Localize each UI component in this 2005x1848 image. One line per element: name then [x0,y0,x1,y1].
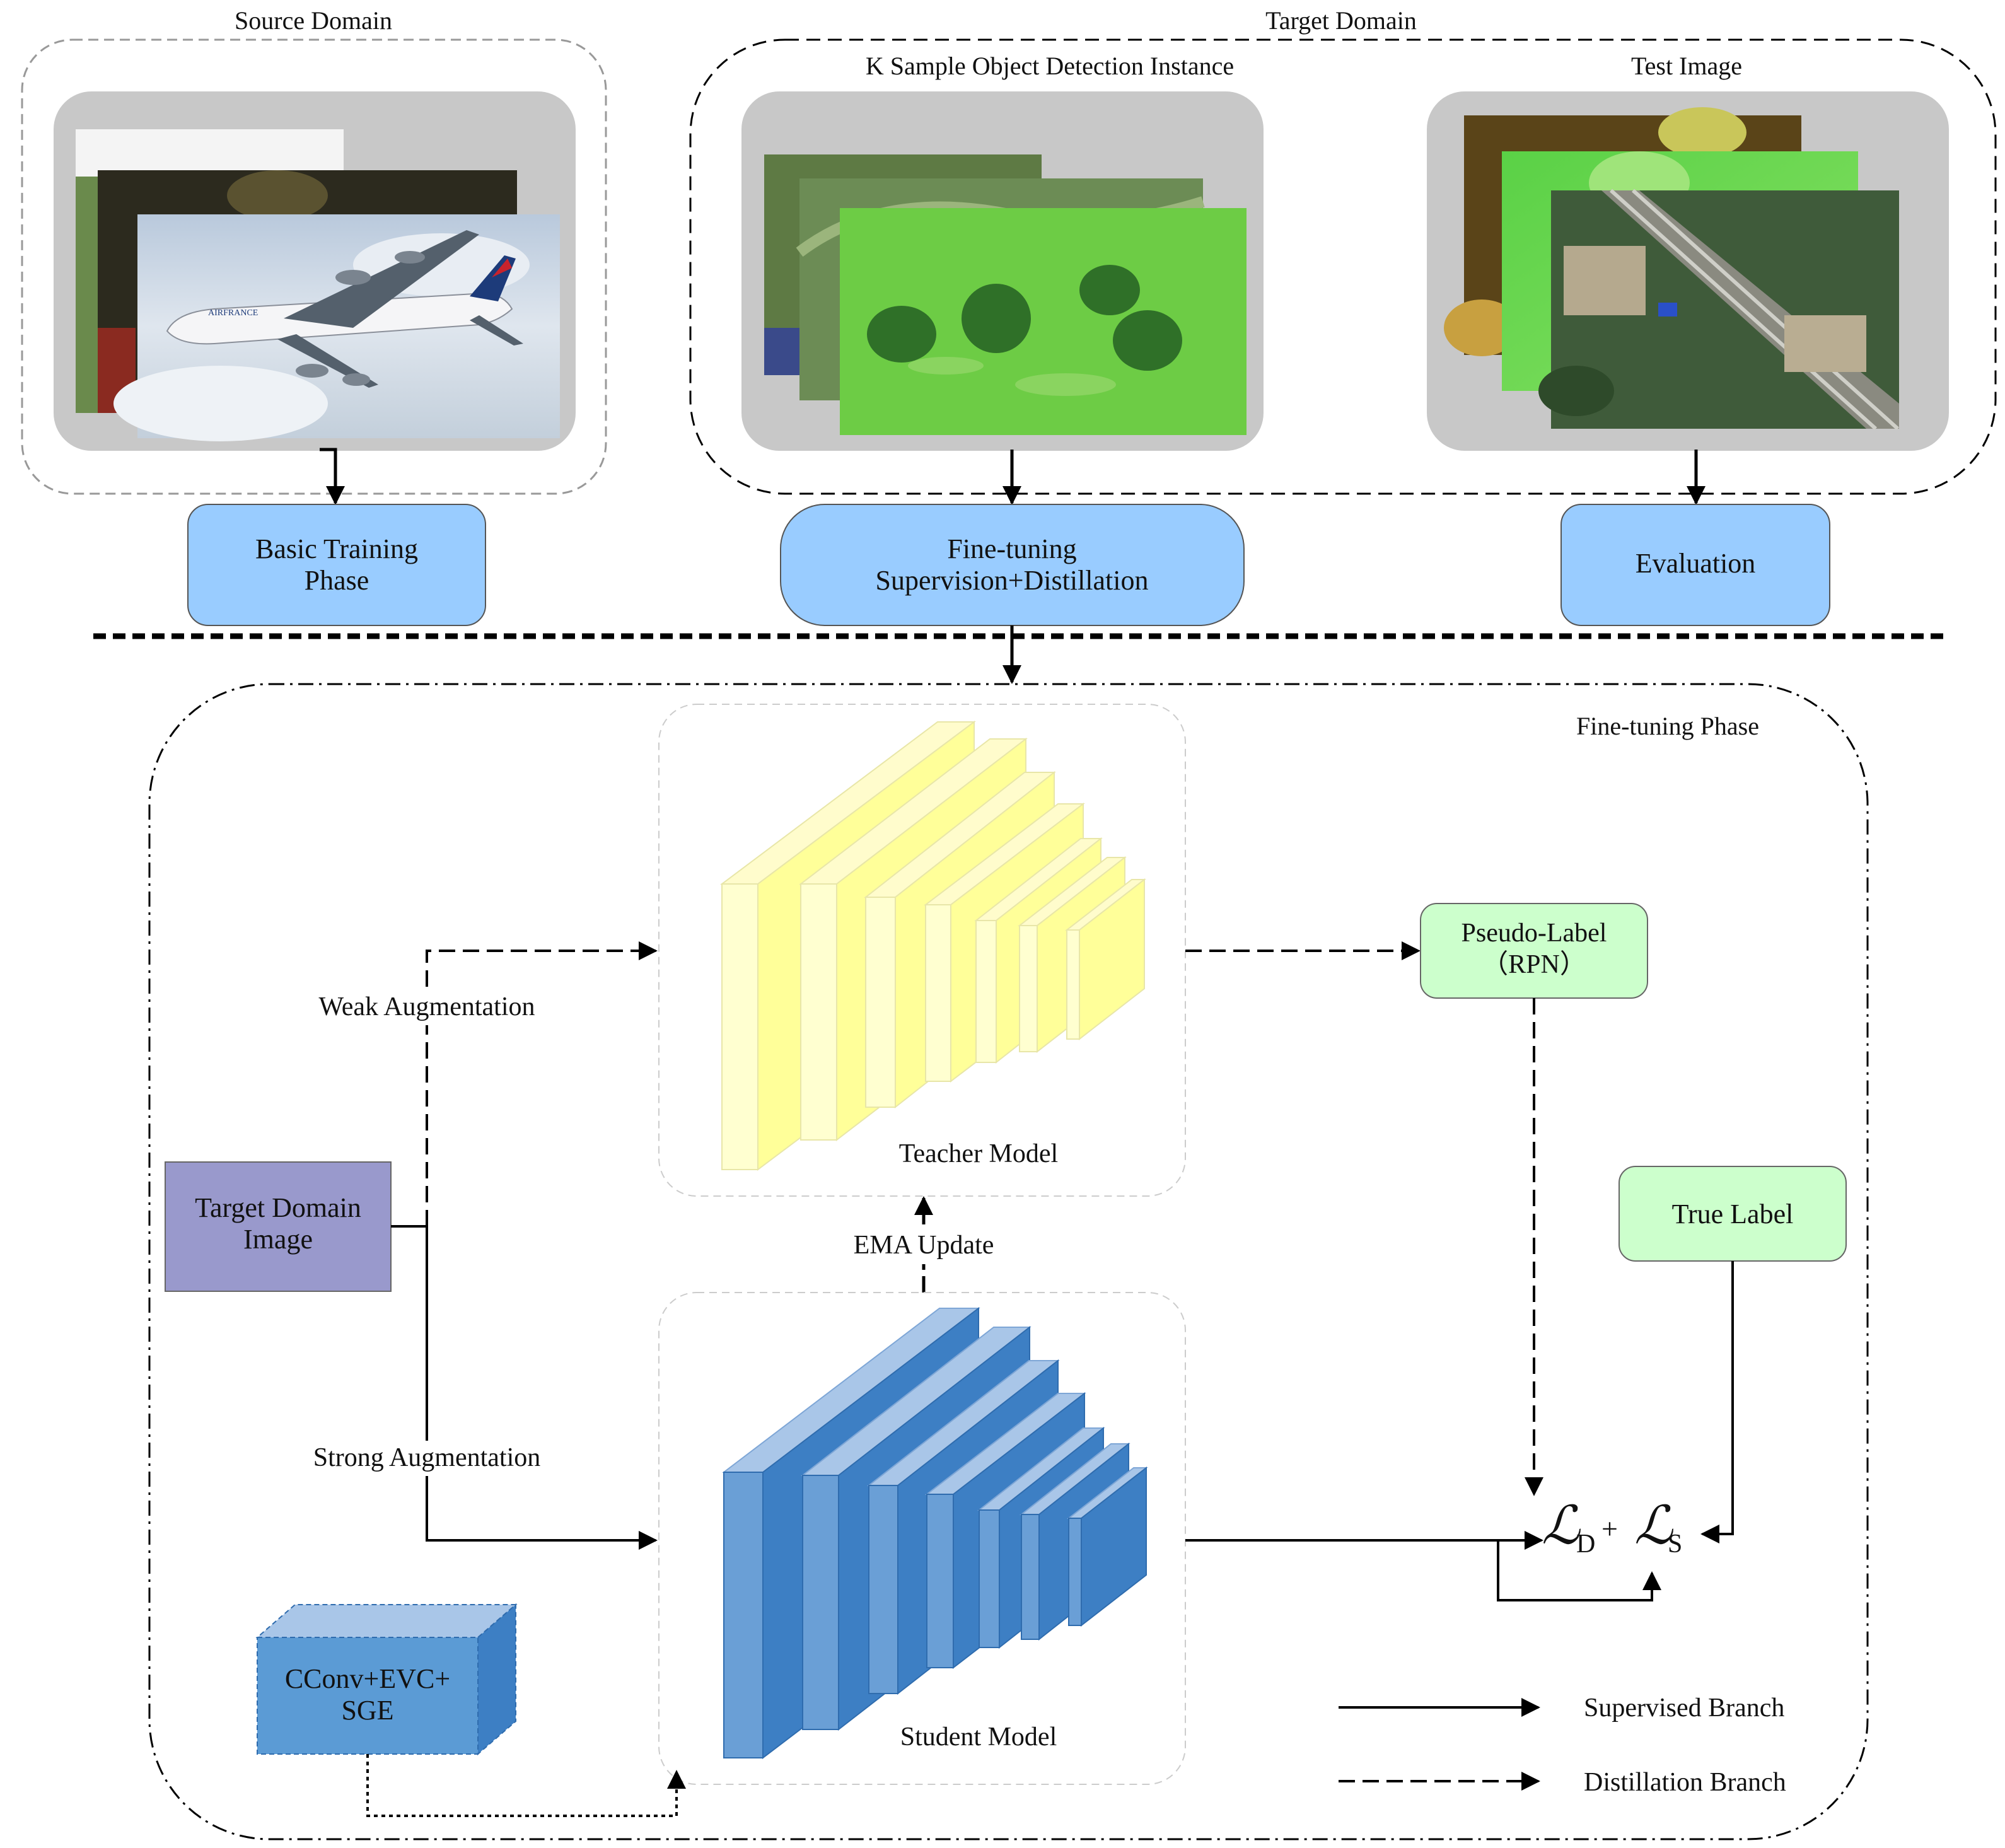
fine-tuning-phase-box: Fine-tuning Supervision+Distillation [780,504,1245,626]
evaluation-label: Evaluation [1636,548,1756,579]
legend: Supervised Branch Distillation Branch [1339,1694,1786,1797]
true-label-to-loss-arrow [1700,1261,1734,1543]
module-label-2: SGE [341,1695,393,1726]
target-domain-image-box [165,1161,392,1292]
source-domain-frame [21,38,607,495]
fine-tuning-detail-frame [148,683,1869,1840]
target-domain-image-label-2: Image [243,1224,313,1255]
teacher-model-layers [720,721,1146,1171]
teacher-model-label: Teacher Model [899,1139,1058,1168]
pseudo-label-label-1: Pseudo-Label [1462,919,1607,948]
student-to-supervised-loss-arrow [1497,1540,1661,1601]
test-image-stack [1444,107,1900,431]
evaluation-phase-box: Evaluation [1560,504,1830,626]
loss-expression: ℒ D + ℒ S [1542,1497,1682,1559]
svg-text:AIRFRANCE: AIRFRANCE [208,308,258,318]
pseudo-label-label-2: （RPN） [1482,950,1586,979]
target-domain-image-label-1: Target Domain [195,1192,361,1223]
target-domain-title: Target Domain [1265,6,1417,35]
fine-tuning-phase-title: Fine-tuning Phase [1576,712,1759,740]
distillation-branch-legend-label: Distillation Branch [1584,1768,1786,1797]
student-model-layers [722,1306,1148,1760]
k-sample-title: K Sample Object Detection Instance [866,52,1234,80]
supervised-branch-legend-label: Supervised Branch [1584,1694,1784,1723]
supervised-loss-symbol: ℒ [1634,1497,1673,1555]
distillation-loss-symbol: ℒ [1542,1497,1581,1555]
airplane-image: AIRFRANCE [166,230,523,388]
module-to-student-arrow [366,1754,686,1817]
source-to-basic-arrow [320,448,345,505]
attention-module-cube [255,1603,518,1756]
weak-augmentation-arrow [426,941,658,1226]
module-label-1: CConv+EVC+ [285,1663,450,1694]
basic-training-label-1: Basic Training [255,533,418,564]
fine-tuning-label-1: Fine-tuning [947,533,1076,564]
distillation-loss-subscript: D [1576,1530,1595,1559]
true-label-label: True Label [1672,1199,1794,1229]
k-sample-image-stack [764,154,1247,435]
weak-augmentation-label: Weak Augmentation [318,992,535,1021]
basic-training-phase-box: Basic Training Phase [187,504,486,626]
student-model-label: Student Model [900,1723,1057,1752]
loss-plus: + [1601,1513,1618,1545]
supervised-loss-subscript: S [1668,1530,1682,1559]
strong-augmentation-arrow [426,1226,658,1550]
fine-tuning-label-2: Supervision+Distillation [875,565,1148,596]
target-domain-frame [689,38,1997,495]
source-domain-title: Source Domain [235,6,392,35]
strong-augmentation-label: Strong Augmentation [313,1443,541,1472]
ema-update-label: EMA Update [854,1231,994,1260]
source-image-stack: AIRFRANCE [76,129,560,441]
student-model-frame [658,1292,1186,1785]
test-image-title: Test Image [1631,52,1742,80]
basic-training-label-2: Phase [305,565,369,596]
